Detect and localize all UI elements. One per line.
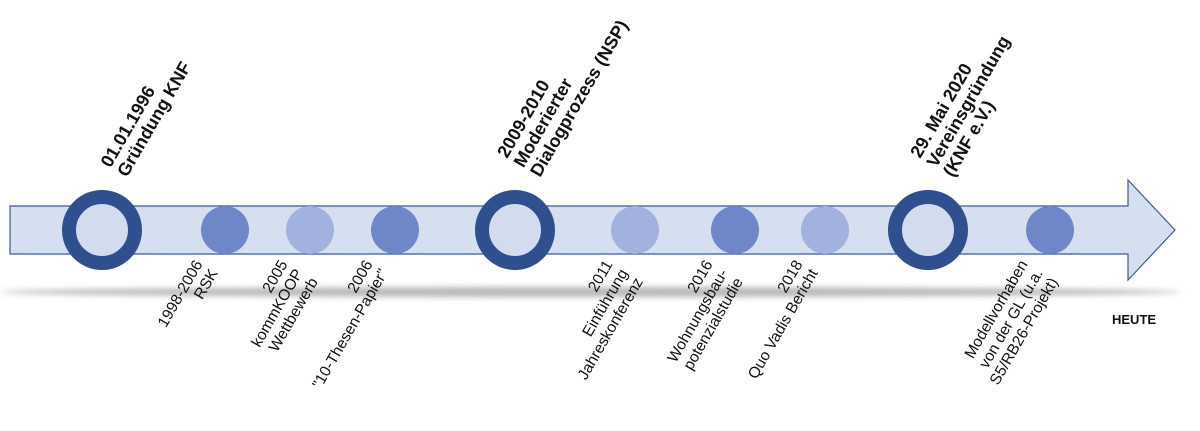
minor-event-node	[201, 206, 249, 254]
major-event-label: 01.01.1996Gründung KNF	[97, 49, 195, 180]
minor-event-node	[801, 206, 849, 254]
major-event-node	[475, 190, 555, 270]
minor-event-label: 2011EinführungJahreskonferenz	[544, 258, 646, 383]
timeline-shadow	[0, 287, 1180, 297]
minor-event-node	[371, 206, 419, 254]
major-event-node	[888, 190, 968, 270]
minor-event-node	[286, 206, 334, 254]
minor-event-label: 2016Wohnungsbau-potenzialstudie	[649, 258, 746, 375]
minor-event-label: 2018Quo Vadis Bericht	[730, 257, 822, 382]
minor-event-node	[611, 206, 659, 254]
timeline-end-label: HEUTE	[1112, 312, 1156, 327]
minor-event-node	[711, 206, 759, 254]
minor-event-node	[1026, 206, 1074, 254]
minor-event-label: 2005kommKOOPWettbewerb	[233, 258, 322, 359]
timeline-arrow	[9, 178, 1176, 282]
minor-event-label: Modellvorhabenvon der GL (u.a.S5/RB26-Pr…	[956, 258, 1061, 388]
major-event-node	[62, 190, 142, 270]
minor-event-label: 1998-2006RSK	[155, 257, 222, 339]
major-event-label: 2009-2010ModerierterDialogprozess (NSP)	[493, 0, 632, 180]
major-event-label: 29. Mai 2020Vereinsgründung(KNF e.V.)	[906, 23, 1030, 180]
